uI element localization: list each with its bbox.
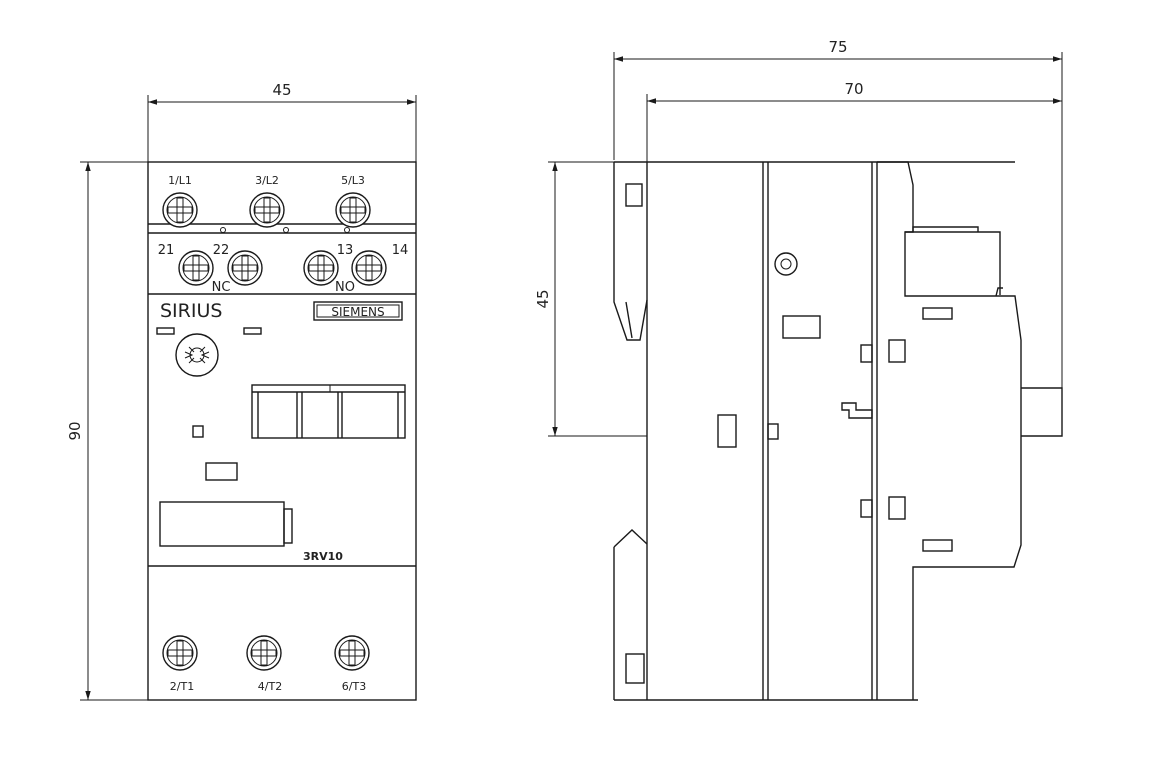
aux-screw-13 <box>303 250 339 286</box>
current-setting-dial <box>175 333 219 377</box>
terminal-screw-T2 <box>246 635 282 671</box>
side-height-45-dimension: 45 <box>534 161 647 437</box>
terminal-label-L2: 3/L2 <box>255 174 279 187</box>
side-height-45-label: 45 <box>534 289 552 308</box>
aux-screw-21 <box>178 250 214 286</box>
front-view: 45 90 1/L1 3/L2 5/L3 21 22 13 14 <box>66 81 417 701</box>
terminal-screw-T3 <box>334 635 370 671</box>
aux-screw-22 <box>227 250 263 286</box>
aux-contact-14: 14 <box>392 243 409 258</box>
terminal-screw-T1 <box>162 635 198 671</box>
front-width-dimension: 45 <box>147 81 417 165</box>
rotary-handle <box>159 501 293 547</box>
terminal-screw-L2 <box>249 192 285 228</box>
terminal-label-L1: 1/L1 <box>168 174 192 187</box>
aux-nc-label: NC <box>212 280 231 295</box>
terminal-label-L3: 5/L3 <box>341 174 365 187</box>
model-label: 3RV10 <box>303 550 343 563</box>
brand-series-label: SIRIUS <box>160 300 222 322</box>
terminal-label-T1: 2/T1 <box>170 680 194 693</box>
front-height-dimension: 90 <box>66 161 148 701</box>
front-body-outline <box>147 161 417 701</box>
side-depth-75-label: 75 <box>828 38 847 56</box>
terminal-screw-L3 <box>335 192 371 228</box>
side-depth-70-label: 70 <box>844 80 863 98</box>
front-height-label: 90 <box>66 421 84 440</box>
terminal-label-T2: 4/T2 <box>258 680 282 693</box>
terminal-screw-L1 <box>162 192 198 228</box>
brand-maker-label: SIEMENS <box>331 305 384 319</box>
aux-contact-13: 13 <box>337 243 354 258</box>
front-width-label: 45 <box>272 81 291 99</box>
switch-window <box>251 384 406 439</box>
terminal-label-T3: 6/T3 <box>342 680 366 693</box>
aux-contact-22: 22 <box>213 243 230 258</box>
aux-contact-21: 21 <box>158 243 175 258</box>
side-view: 75 70 45 <box>534 38 1063 701</box>
aux-screw-14 <box>351 250 387 286</box>
side-depth-75-dimension: 75 <box>613 38 1063 436</box>
aux-no-label: NO <box>335 280 355 295</box>
side-depth-70-dimension: 70 <box>646 80 1062 162</box>
